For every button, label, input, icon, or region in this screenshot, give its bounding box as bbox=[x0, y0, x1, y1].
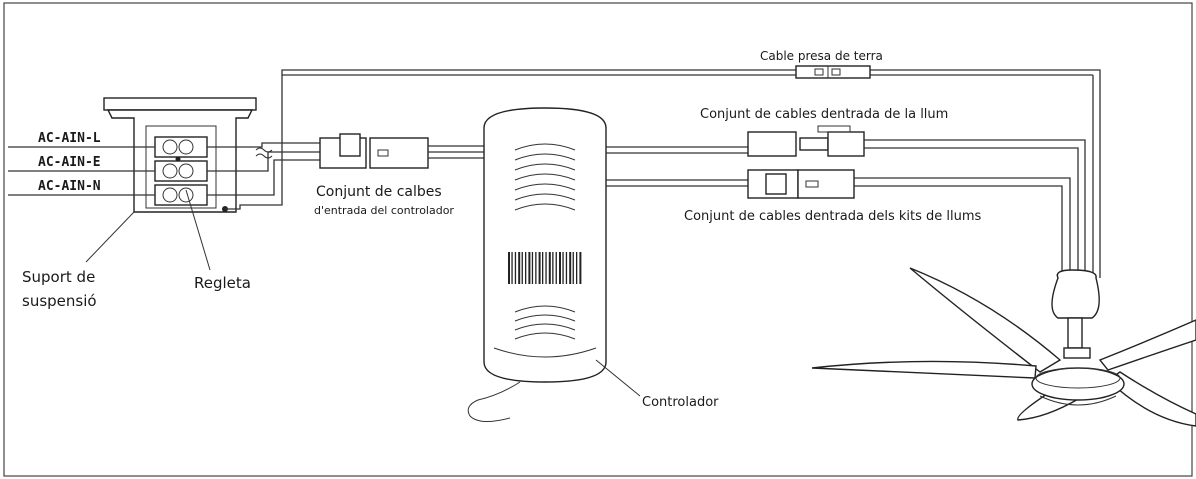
controller-label-bar bbox=[548, 252, 551, 284]
light-input-cables bbox=[606, 125, 1086, 280]
ac-ain-e-label: AC-AIN-E bbox=[38, 155, 101, 170]
controller-label-bar bbox=[572, 252, 574, 284]
conjunt-calbes-sublabel: d'entrada del controlador bbox=[314, 204, 454, 217]
controller-label-bar bbox=[538, 252, 541, 284]
controller-label-bar bbox=[531, 252, 534, 284]
controller-label-bar bbox=[576, 252, 578, 284]
controller-unit bbox=[467, 107, 641, 422]
controller-label-bar bbox=[528, 252, 531, 284]
terminal-block bbox=[154, 136, 228, 212]
controller-label-bar bbox=[535, 252, 537, 284]
controller-label-bar bbox=[555, 252, 557, 284]
ac-input-wires bbox=[8, 146, 155, 196]
controller-label-bars bbox=[508, 252, 582, 284]
controller-label-bar bbox=[545, 252, 547, 284]
conjunt-calbes-label: Conjunt de calbes bbox=[316, 184, 442, 200]
fan-blade bbox=[909, 267, 1062, 373]
controller-label-bar bbox=[565, 252, 568, 284]
block-to-connector-wires bbox=[207, 142, 320, 210]
controlador-label: Controlador bbox=[642, 395, 719, 410]
suport-label-line2: suspensió bbox=[22, 292, 97, 310]
controller-label-bar bbox=[579, 252, 582, 284]
fan-blade bbox=[1106, 371, 1196, 427]
controller-label-bar bbox=[525, 252, 527, 284]
regleta-leader bbox=[185, 189, 211, 271]
controller-label-bar bbox=[521, 252, 523, 284]
suport-label-line1: Suport de bbox=[22, 268, 95, 286]
ac-ain-n-label: AC-AIN-N bbox=[38, 179, 101, 194]
controller-label-bar bbox=[514, 252, 517, 284]
controller-input-connector bbox=[319, 133, 484, 169]
controlador-leader bbox=[595, 359, 641, 397]
fan-blade bbox=[1098, 319, 1196, 371]
light-kit-cables bbox=[606, 169, 1071, 280]
controller-label-bar bbox=[518, 252, 521, 284]
controller-label-bar bbox=[562, 252, 564, 284]
controller-label-bar bbox=[552, 252, 554, 284]
controller-label-bar bbox=[508, 252, 510, 284]
controller-label-bar bbox=[542, 252, 544, 284]
controller-label-bar bbox=[511, 252, 513, 284]
fan-blade bbox=[811, 360, 1037, 379]
ceiling-fan bbox=[811, 267, 1196, 427]
earth-cable bbox=[281, 65, 1101, 278]
diagram-frame bbox=[3, 2, 1193, 477]
controller-label-bar bbox=[569, 252, 572, 284]
cables-llum-label: Conjunt de cables dentrada de la llum bbox=[700, 107, 948, 122]
cables-kits-label: Conjunt de cables dentrada dels kits de … bbox=[684, 209, 982, 224]
controller-top-vents bbox=[514, 143, 576, 211]
ac-ain-l-label: AC-AIN-L bbox=[38, 131, 101, 146]
controller-antenna-wire bbox=[467, 381, 521, 422]
controller-bottom-vents bbox=[514, 305, 576, 340]
suport-leader bbox=[85, 211, 135, 263]
controller-label-bar bbox=[559, 252, 561, 284]
regleta-label: Regleta bbox=[194, 274, 251, 292]
cable-terra-label: Cable presa de terra bbox=[760, 49, 883, 63]
